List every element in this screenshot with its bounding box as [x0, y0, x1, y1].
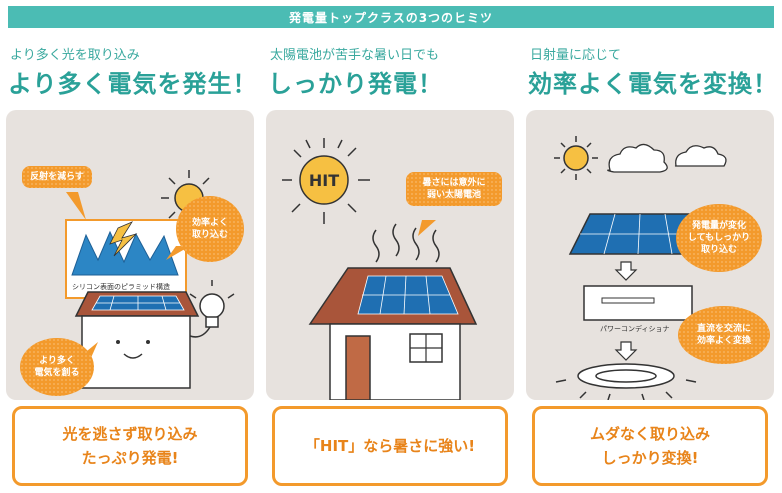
light-bulb-icon	[189, 280, 235, 338]
bubble-reduce-reflection: 反射を減らす	[22, 166, 92, 189]
column-1-headline: より多く電気を発生！	[8, 70, 258, 98]
ceiling-light-icon	[555, 363, 697, 400]
sun-icon	[282, 138, 370, 224]
column-2-illustration: HIT 暑さには意外に 弱い太陽電池	[266, 110, 514, 400]
column-1-illustration: 反射を減らす 効率よく 取り込む より多く 電気を創る シリコン表面のピラミッド…	[6, 110, 254, 400]
hit-label: HIT	[309, 171, 339, 190]
pyramid-house-illustration	[65, 170, 235, 389]
power-conditioner-label: パワーコンディショナ	[600, 325, 670, 333]
bubble-heat-weakness: 暑さには意外に 弱い太陽電池	[406, 172, 502, 207]
column-3-subtitle: 日射量に応じて	[530, 48, 622, 63]
title-banner: 発電量トップクラスの3つのヒミツ	[8, 6, 774, 28]
cloud-icon	[607, 143, 727, 173]
column-3-headline: 効率よく電気を変換！	[528, 70, 778, 98]
power-conditioner-illustration	[554, 136, 727, 400]
column-1-callout: 光を逃さず取り込み たっぷり発電!	[12, 406, 248, 486]
column-3: 日射量に応じて 効率よく電気を変換！	[526, 30, 778, 490]
column-3-illustration: 発電量が変化 してもしっかり 取り込む 直流を交流に 効率よく変換 パワーコンデ…	[526, 110, 774, 400]
bubble-variable-output: 発電量が変化 してもしっかり 取り込む	[676, 204, 762, 272]
bubble-more-power: より多く 電気を創る	[20, 338, 94, 396]
hot-house-illustration: HIT	[282, 138, 478, 400]
column-3-callout: ムダなく取り込み しっかり変換!	[532, 406, 768, 486]
column-1: より多く光を取り込み より多く電気を発生！	[6, 30, 258, 490]
pyramid-label: シリコン表面のピラミッド構造	[72, 283, 170, 291]
bubble-dc-to-ac: 直流を交流に 効率よく変換	[678, 306, 770, 364]
column-2: 太陽電池が苦手な暑い日でも しっかり発電！ HIT	[266, 30, 518, 490]
column-2-subtitle: 太陽電池が苦手な暑い日でも	[270, 48, 440, 63]
bubble-efficient-absorb: 効率よく 取り込む	[176, 196, 244, 262]
column-2-headline: しっかり発電！	[268, 70, 443, 98]
column-2-callout: 「HIT」なら暑さに強い!	[272, 406, 508, 486]
sun-icon	[554, 136, 598, 180]
column-1-subtitle: より多く光を取り込み	[10, 48, 140, 63]
